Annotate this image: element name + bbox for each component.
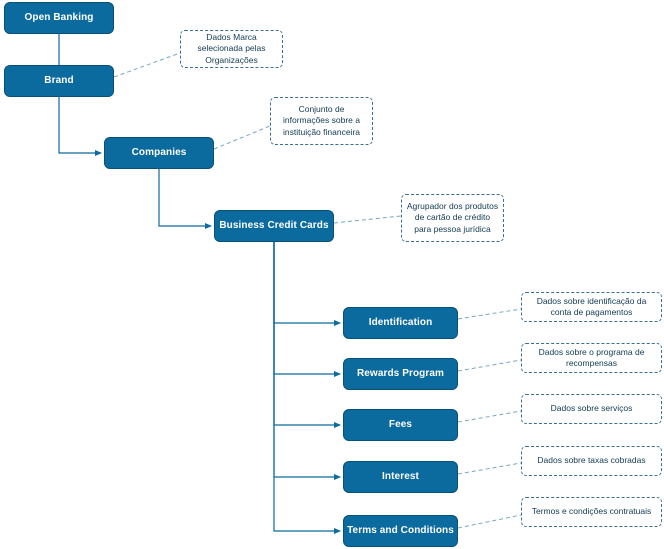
note-label: Dados sobre taxas cobradas — [537, 455, 646, 466]
node-terms-and-conditions[interactable]: Terms and Conditions — [343, 515, 458, 547]
note-edge-rewards-program — [457, 359, 522, 372]
node-rewards-program[interactable]: Rewards Program — [343, 358, 458, 390]
node-label: Brand — [44, 75, 74, 86]
node-label: Open Banking — [24, 12, 94, 23]
note-rewards-program: Dados sobre o programa de recompensas — [521, 343, 662, 373]
node-label: Companies — [131, 147, 187, 158]
note-label: Dados sobre identificação da conta de pa… — [536, 295, 647, 317]
node-business-credit-cards[interactable]: Business Credit Cards — [214, 210, 334, 242]
node-label: Fees — [388, 419, 413, 430]
node-label: Terms and Conditions — [347, 525, 454, 536]
note-business-credit-cards: Agrupador dos produtos de cartão de créd… — [401, 194, 504, 242]
edge-bcc-to-fees — [273, 242, 341, 428]
note-edge-companies — [213, 125, 271, 150]
note-companies: Conjunto de informações sobre a institui… — [270, 97, 373, 145]
note-label: Termos e condições contratuais — [531, 506, 652, 517]
node-fees[interactable]: Fees — [343, 409, 458, 441]
note-label: Conjunto de informações sobre a institui… — [282, 103, 360, 137]
edge-bcc-to-rewards-program — [273, 242, 341, 377]
note-label: Dados Marca selecionada pelas Organizaçõ… — [197, 31, 266, 65]
note-edge-fees — [457, 410, 522, 423]
edge-bcc-to-terms-and-conditions — [273, 242, 341, 534]
note-label: Dados sobre o programa de recompensas — [538, 346, 645, 368]
node-label: Identification — [368, 317, 433, 328]
note-edge-business-credit-cards — [333, 215, 402, 224]
note-label: Agrupador dos produtos de cartão de créd… — [406, 200, 499, 234]
note-brand: Dados Marca selecionada pelas Organizaçõ… — [180, 30, 283, 68]
edge-companies-to-business-credit-cards — [158, 169, 212, 229]
node-identification[interactable]: Identification — [343, 307, 458, 339]
node-label: Business Credit Cards — [219, 220, 329, 231]
note-edge-identification — [457, 308, 522, 320]
node-brand[interactable]: Brand — [4, 65, 114, 97]
note-edge-terms-and-conditions — [457, 514, 522, 529]
note-interest: Dados sobre taxas cobradas — [521, 446, 662, 476]
note-identification: Dados sobre identificação da conta de pa… — [521, 292, 662, 322]
node-label: Interest — [382, 471, 419, 482]
note-terms-and-conditions: Termos e condições contratuais — [521, 497, 662, 527]
edge-bcc-to-interest — [273, 242, 341, 480]
node-label: Rewards Program — [356, 368, 445, 379]
note-label: Dados sobre serviços — [550, 403, 633, 414]
node-companies[interactable]: Companies — [104, 137, 214, 169]
edge-brand-to-companies — [58, 97, 102, 156]
note-edge-brand — [113, 52, 181, 78]
node-open-banking[interactable]: Open Banking — [4, 2, 114, 34]
note-fees: Dados sobre serviços — [521, 394, 662, 424]
node-interest[interactable]: Interest — [343, 461, 458, 493]
note-edge-interest — [457, 462, 522, 475]
edge-bcc-to-identification — [273, 242, 341, 326]
